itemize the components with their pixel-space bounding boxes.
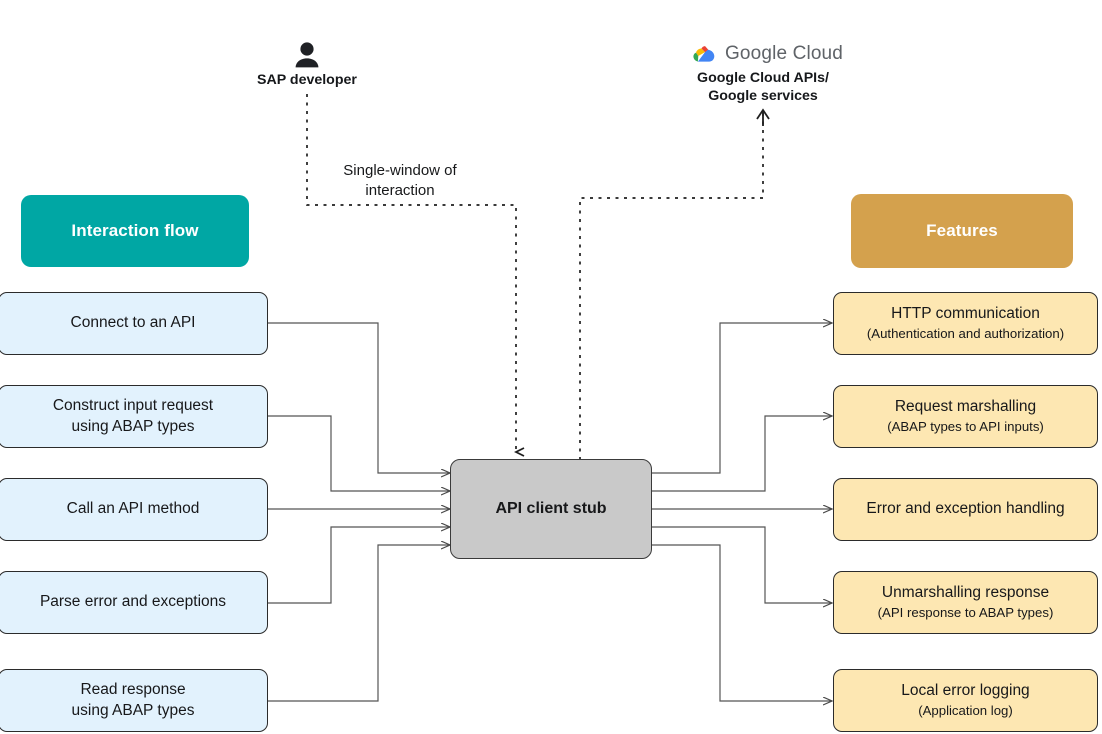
feature-box-line2: (Application log) — [918, 703, 1013, 719]
feature-box-line1: Unmarshalling response — [881, 584, 1050, 602]
feature-box-line2: (Authentication and authorization) — [866, 326, 1065, 342]
google-cloud-logo-icon — [693, 46, 715, 62]
feature-box-unmarshalling-response[interactable]: Unmarshalling response (API response to … — [833, 571, 1098, 634]
feature-box-line1: Error and exception handling — [866, 500, 1065, 518]
feature-box-line2: (API response to ABAP types) — [877, 605, 1054, 621]
flow-box-read-response[interactable]: Read response using ABAP types — [0, 669, 268, 732]
flow-box-line1: Parse error and exceptions — [39, 593, 227, 611]
api-client-stub-box[interactable]: API client stub — [450, 459, 652, 559]
interaction-flow-header-label: Interaction flow — [71, 221, 199, 240]
feature-box-http-communication[interactable]: HTTP communication (Authentication and a… — [833, 292, 1098, 355]
single-window-annotation: Single-window of interaction — [320, 161, 480, 200]
left-connectors — [268, 322, 450, 702]
feature-box-line1: Request marshalling — [894, 398, 1037, 416]
flow-box-line2: using ABAP types — [71, 701, 195, 719]
google-cloud-label-line1: Google Cloud APIs/ — [697, 70, 829, 86]
api-client-stub-label: API client stub — [495, 500, 607, 517]
feature-box-line1: Local error logging — [901, 682, 1030, 700]
sap-developer-label: SAP developer — [257, 72, 357, 88]
dashed-path-stub-to-google-cloud — [579, 112, 764, 460]
flow-box-connect-to-an-api[interactable]: Connect to an API — [0, 292, 268, 355]
google-cloud-logo: Google Cloud — [692, 43, 843, 65]
flow-box-construct-input-request[interactable]: Construct input request using ABAP types — [0, 385, 268, 448]
flow-box-line1: Construct input request — [52, 396, 214, 414]
flow-box-line2: using ABAP types — [71, 417, 195, 435]
single-window-line1: Single-window of — [343, 162, 457, 179]
feature-box-request-marshalling[interactable]: Request marshalling (ABAP types to API i… — [833, 385, 1098, 448]
flow-box-line1: Call an API method — [66, 500, 200, 518]
google-cloud-wordmark: Google Cloud — [725, 43, 843, 64]
google-cloud-endpoint-label: Google Cloud APIs/ Google services — [650, 69, 876, 105]
person-icon — [295, 42, 319, 68]
dashed-path-developer-to-stub — [306, 94, 516, 452]
feature-box-line2: (ABAP types to API inputs) — [887, 419, 1044, 435]
flow-box-call-an-api-method[interactable]: Call an API method — [0, 478, 268, 541]
dashed-arrowhead-google — [756, 108, 770, 120]
features-header: Features — [851, 194, 1073, 268]
right-connectors — [652, 323, 832, 701]
flow-box-parse-error-and-exceptions[interactable]: Parse error and exceptions — [0, 571, 268, 634]
flow-box-line1: Connect to an API — [70, 314, 196, 332]
feature-box-line1: HTTP communication — [891, 305, 1040, 323]
features-header-label: Features — [926, 221, 998, 240]
feature-box-error-and-exception-handling[interactable]: Error and exception handling — [833, 478, 1098, 541]
interaction-flow-header: Interaction flow — [21, 195, 249, 267]
flow-box-line1: Read response — [80, 680, 186, 698]
google-cloud-label-line2: Google services — [708, 88, 818, 105]
feature-box-local-error-logging[interactable]: Local error logging (Application log) — [833, 669, 1098, 732]
single-window-line2: interaction — [365, 181, 435, 199]
